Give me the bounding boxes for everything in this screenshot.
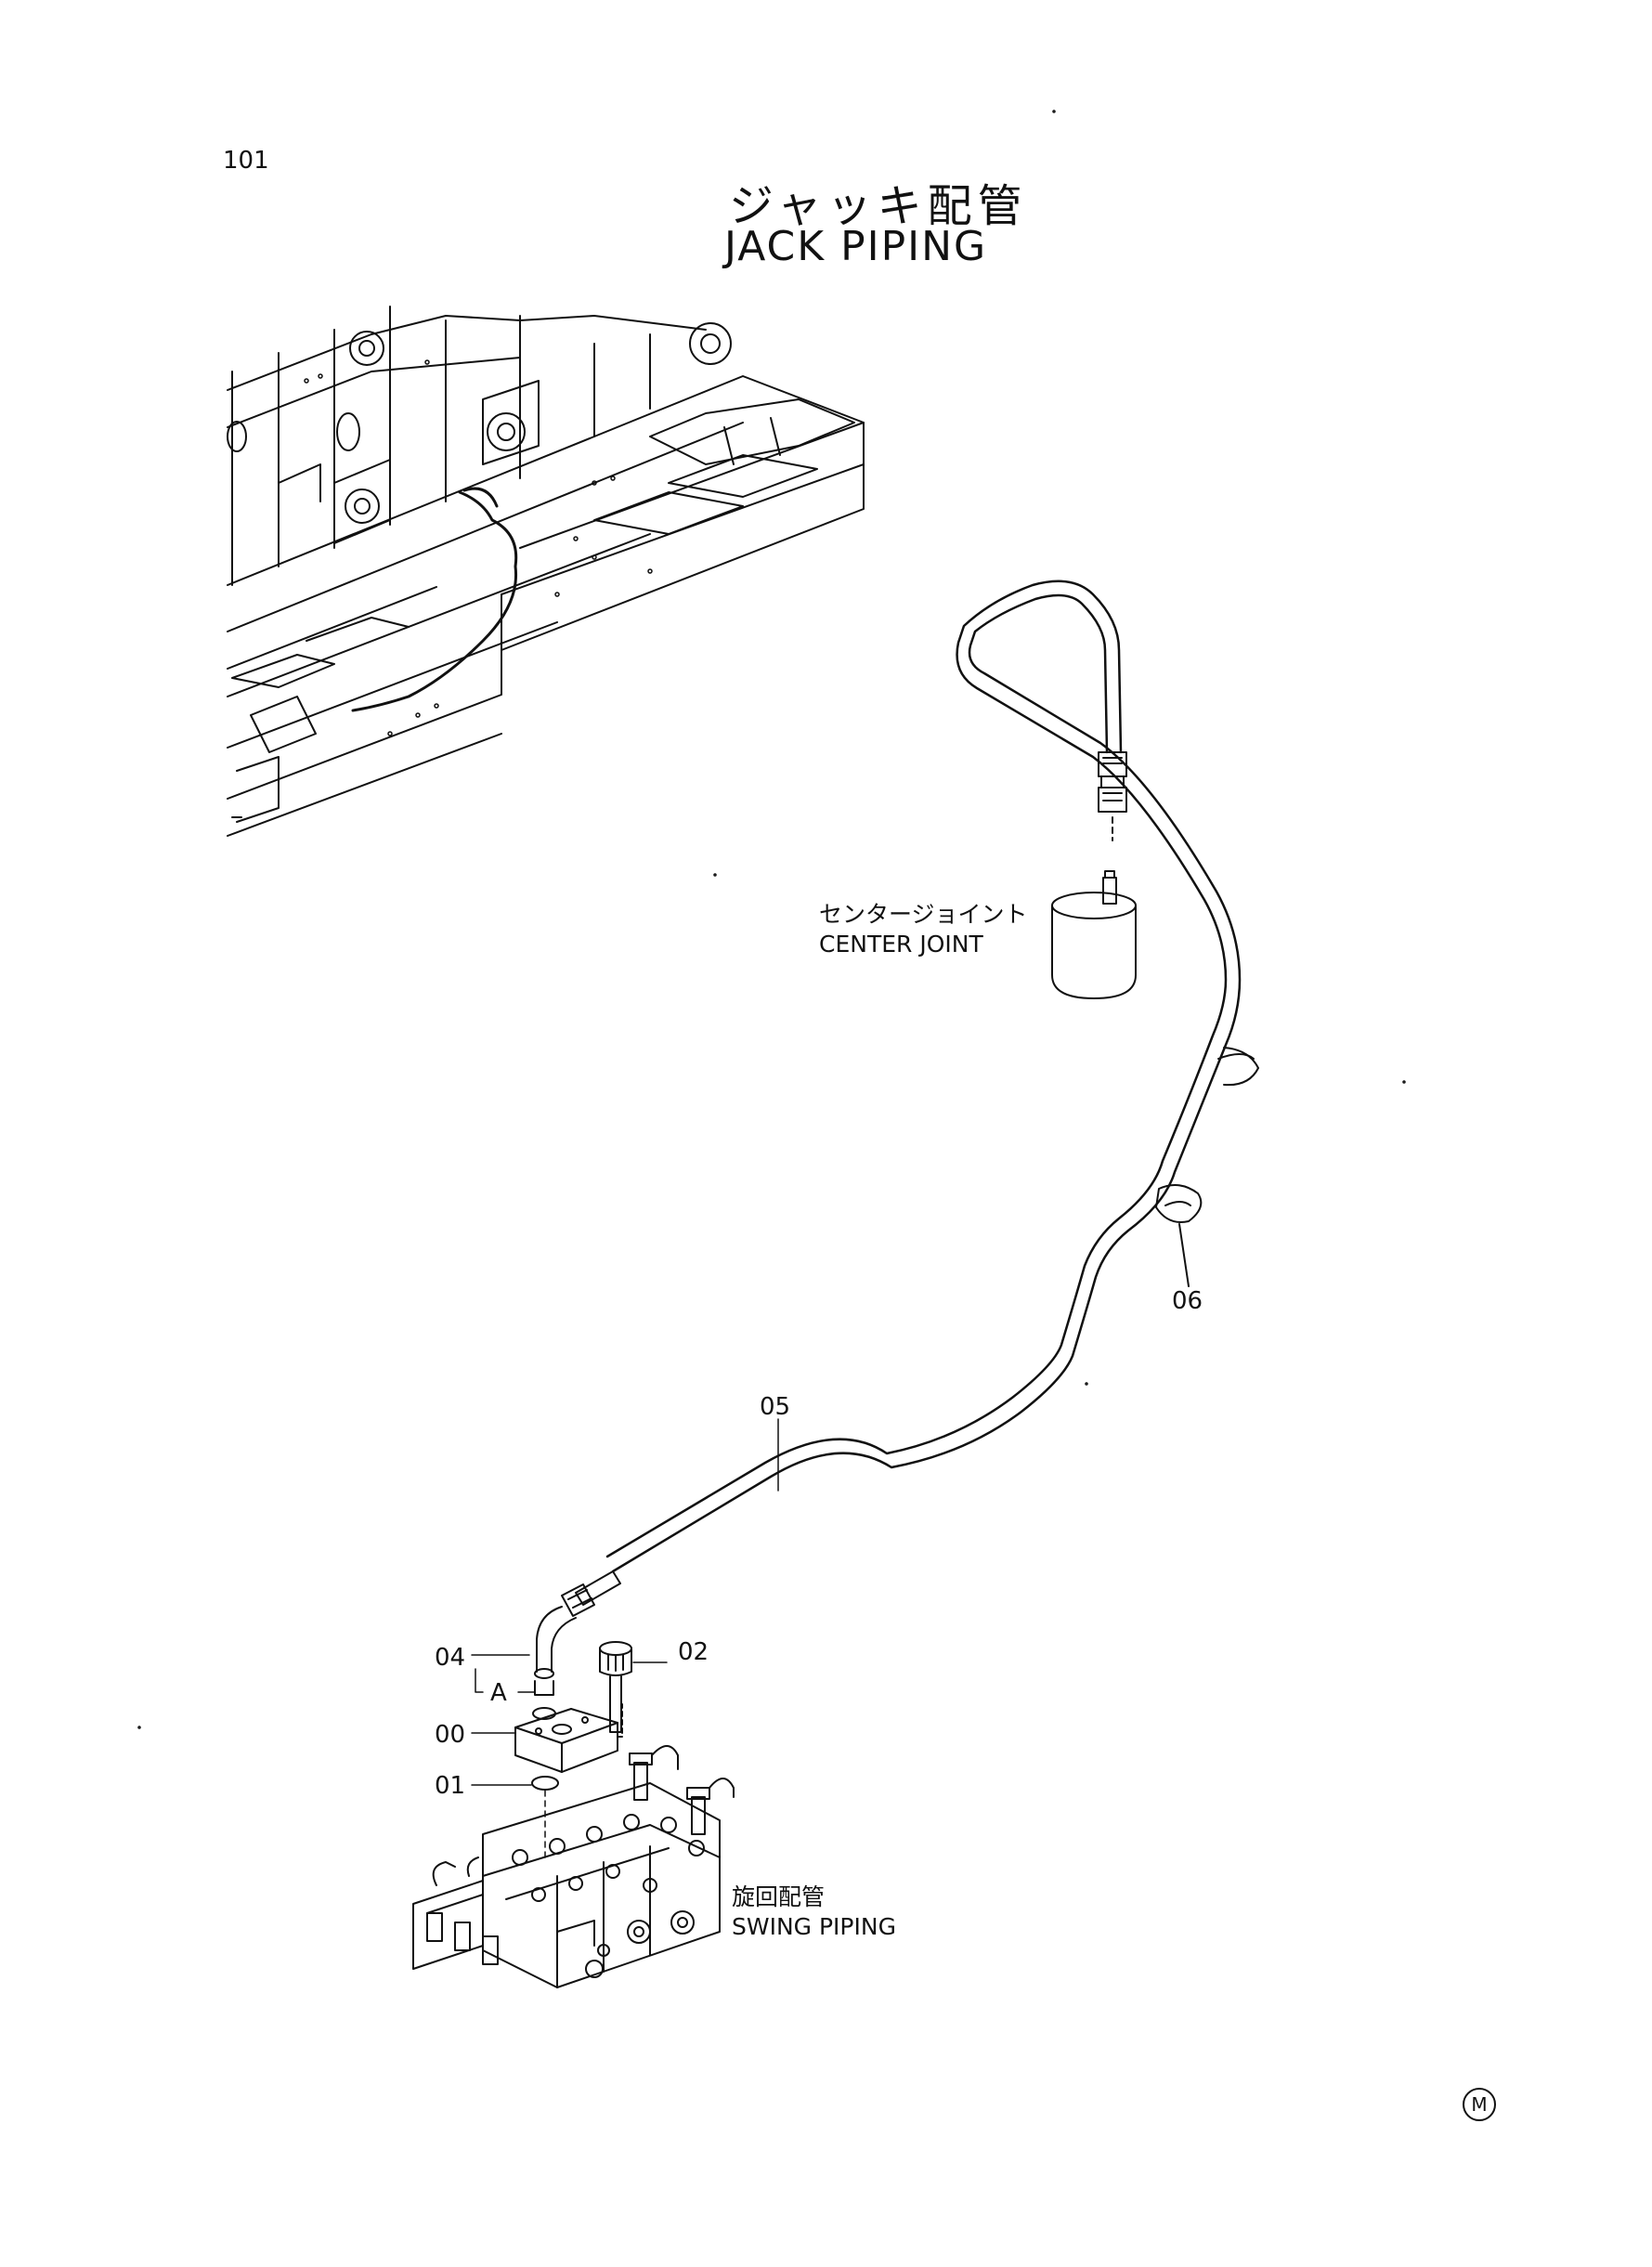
jack-pipe-05 xyxy=(605,580,1242,1573)
center-joint-label-japanese: センタージョイント xyxy=(819,901,1028,928)
lower-hose-fitting xyxy=(561,1570,621,1617)
control-valve-drawing xyxy=(412,1745,735,1988)
part-number-01: 01 xyxy=(435,1772,466,1800)
circled-m-mark: M xyxy=(1463,2088,1496,2121)
part-number-04: 04 xyxy=(435,1644,466,1672)
pipe-clamp xyxy=(1217,1047,1259,1087)
swing-piping-label-japanese: 旋回配管 xyxy=(732,1883,826,1910)
part-number-02: 02 xyxy=(678,1638,709,1666)
bolt-02-drawing xyxy=(599,1641,668,1733)
part-number-05: 05 xyxy=(760,1393,791,1421)
page-number: 101 xyxy=(223,147,269,175)
elbow-fitting-04 xyxy=(532,1606,577,1720)
page-title-japanese: ジャッキ配管 xyxy=(729,180,1028,232)
center-joint-drawing xyxy=(1051,870,1137,999)
flange-block-00 xyxy=(514,1703,623,1773)
detail-a-label: A xyxy=(490,1679,507,1707)
part-number-06: 06 xyxy=(1172,1287,1203,1315)
page-title-english: JACK PIPING xyxy=(724,223,988,270)
center-joint-label-english: CENTER JOINT xyxy=(819,931,983,958)
swing-piping-label-english: SWING PIPING xyxy=(732,1913,896,1940)
upper-hose-fitting xyxy=(1098,751,1127,841)
part-number-00: 00 xyxy=(435,1721,466,1749)
o-ring-01 xyxy=(531,1776,559,1791)
clamp-06-drawing xyxy=(1155,1184,1203,1287)
part-leaders xyxy=(471,1654,546,1858)
undercarriage-frame-drawing xyxy=(227,306,865,837)
